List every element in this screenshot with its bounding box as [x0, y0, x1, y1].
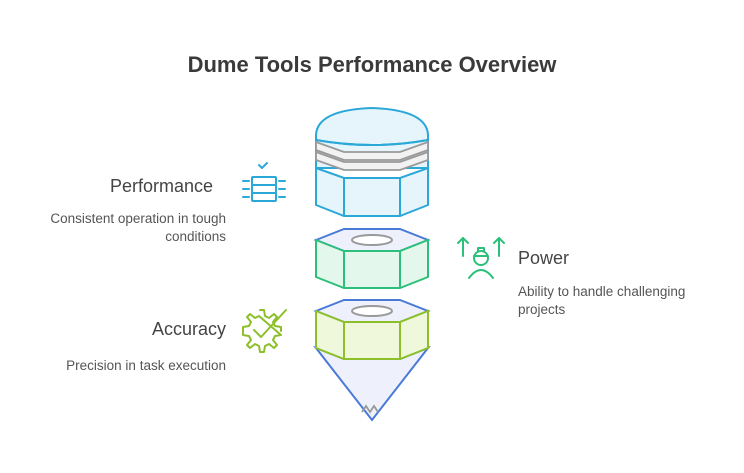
separator-layers — [315, 140, 429, 171]
performance-description-line-1: Consistent operation in tough — [50, 211, 226, 226]
worker-arrows-icon — [457, 237, 505, 279]
accuracy-nut — [312, 299, 432, 422]
power-nut — [313, 228, 431, 289]
server-check-icon — [242, 162, 286, 202]
performance-description: Consistent operation in tough conditions — [50, 210, 226, 246]
power-description-line-2: projects — [518, 302, 566, 317]
power-description: Ability to handle challenging projects — [518, 283, 685, 319]
power-description-line-1: Ability to handle challenging — [518, 284, 686, 299]
performance-description-line-2: conditions — [165, 229, 226, 244]
performance-block — [315, 166, 429, 217]
accuracy-heading: Accuracy — [151, 319, 226, 339]
gear-check-icon — [242, 309, 287, 353]
performance-heading: Performance — [110, 176, 214, 196]
accuracy-description: Precision in task execution — [66, 357, 226, 375]
page-title: Dume Tools Performance Overview — [187, 52, 557, 77]
accuracy-description-line-1: Precision in task execution — [66, 358, 226, 373]
power-heading: Power — [518, 248, 570, 268]
